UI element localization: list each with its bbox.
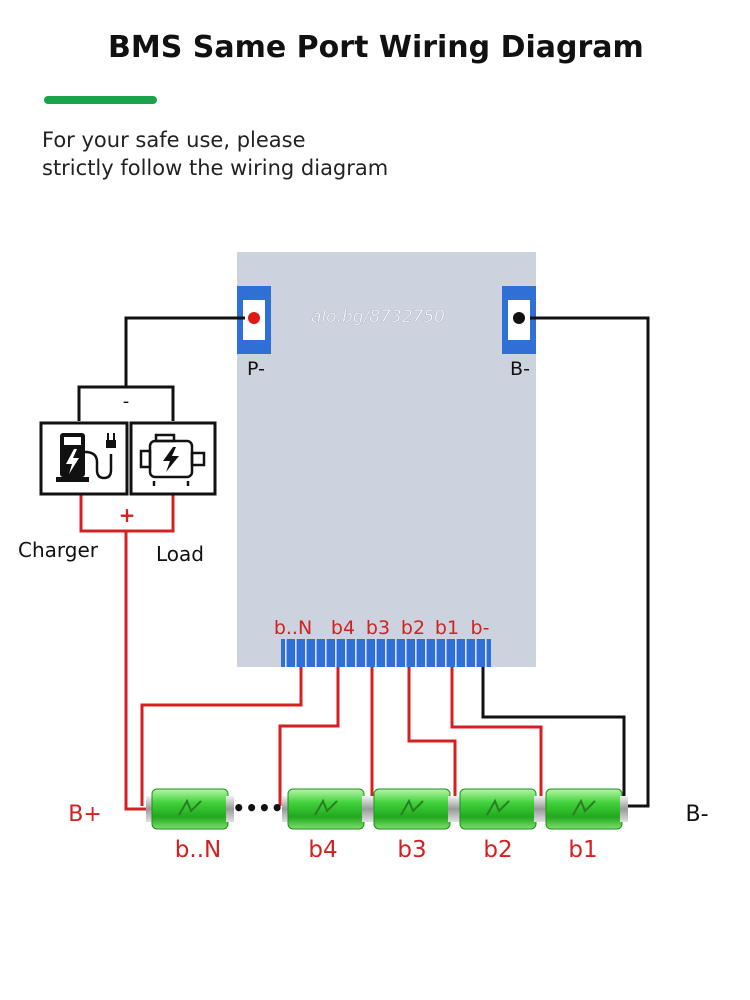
connector-pin-gap (445, 639, 447, 667)
connector-pin-gap (305, 639, 307, 667)
connector-pin-gap (465, 639, 467, 667)
battery-bn (146, 788, 234, 830)
battery-label-b4: b4 (308, 837, 337, 863)
connector-pin-gap (485, 639, 487, 667)
connector-pin-gap (395, 639, 397, 667)
connector-pin-gap (375, 639, 377, 667)
subtitle: For your safe use, please strictly follo… (42, 126, 388, 182)
connector-pin-gap (415, 639, 417, 667)
battery-b2 (454, 788, 542, 830)
connector-label-b2: b2 (401, 617, 425, 639)
motor-icon (139, 433, 206, 486)
wire-p-minus (77, 316, 245, 421)
load-label: Load (156, 542, 204, 566)
connector-pin-gap (285, 639, 287, 667)
battery-pack (146, 788, 628, 830)
load-device (129, 421, 217, 496)
bolt-icon (400, 798, 424, 816)
b-minus-port-label: B- (510, 358, 530, 380)
p-minus-label: P- (247, 358, 265, 380)
battery-b1 (540, 788, 628, 830)
black-wires (77, 316, 650, 808)
battery-b3 (368, 788, 456, 830)
connector-pin-gap (405, 639, 407, 667)
red-wires (79, 494, 543, 811)
connector-label-bminus: b- (471, 617, 490, 639)
plus-sign: + (119, 503, 136, 527)
bolt-icon (178, 798, 202, 816)
subtitle-line-2: strictly follow the wiring diagram (42, 156, 389, 180)
minus-sign: - (123, 391, 130, 412)
charging-station-icon (56, 433, 116, 482)
connector-pin-gap (425, 639, 427, 667)
watermark: alo.bg/8732750 (311, 307, 445, 327)
wire-sense-bminus (481, 667, 626, 806)
wire-sense-b4 (278, 667, 340, 806)
connector-pin-gap (295, 639, 297, 667)
battery-label-bn: b..N (175, 837, 221, 863)
connector-pin-gap (475, 639, 477, 667)
bolt-icon (314, 798, 338, 816)
battery-b4 (282, 788, 370, 830)
wire-b-plus (124, 531, 150, 811)
connector-pin-gap (455, 639, 457, 667)
connector-pin-gap (335, 639, 337, 667)
connector-label-b1: b1 (435, 617, 459, 639)
connector-pin-gap (315, 639, 317, 667)
wire-sense-b1 (450, 667, 543, 806)
connector-pin-gap (355, 639, 357, 667)
connector-pin-gap (325, 639, 327, 667)
battery-label-b3: b3 (397, 837, 426, 863)
battery-label-b2: b2 (483, 837, 512, 863)
bms-board (237, 252, 536, 667)
b-plus-terminal-label: B+ (68, 802, 102, 827)
connector-label-b3: b3 (366, 617, 390, 639)
b-minus-dot (513, 312, 525, 324)
wire-b-minus-main (530, 316, 650, 808)
connector-label-bn: b..N (274, 617, 312, 639)
connector-label-b4: b4 (331, 617, 355, 639)
connector-pin-gap (345, 639, 347, 667)
connector-pin-gap (385, 639, 387, 667)
battery-label-b1: b1 (568, 837, 597, 863)
title-accent-bar (44, 96, 157, 104)
sense-connector (281, 639, 491, 667)
page-title: BMS Same Port Wiring Diagram (108, 30, 644, 65)
charger-label: Charger (18, 538, 99, 562)
bolt-icon (486, 798, 510, 816)
series-dots: •••• (232, 796, 283, 820)
b-minus-terminal-label: B- (685, 802, 708, 827)
wire-load-minus (126, 385, 175, 421)
wire-sense-b2 (407, 667, 457, 806)
bolt-icon (572, 798, 596, 816)
subtitle-line-1: For your safe use, please (42, 128, 306, 152)
wire-sense-bn (140, 667, 303, 806)
p-minus-dot (248, 312, 260, 324)
connector-pin-gap (365, 639, 367, 667)
connector-pin-gap (435, 639, 437, 667)
charger-device (39, 421, 129, 496)
